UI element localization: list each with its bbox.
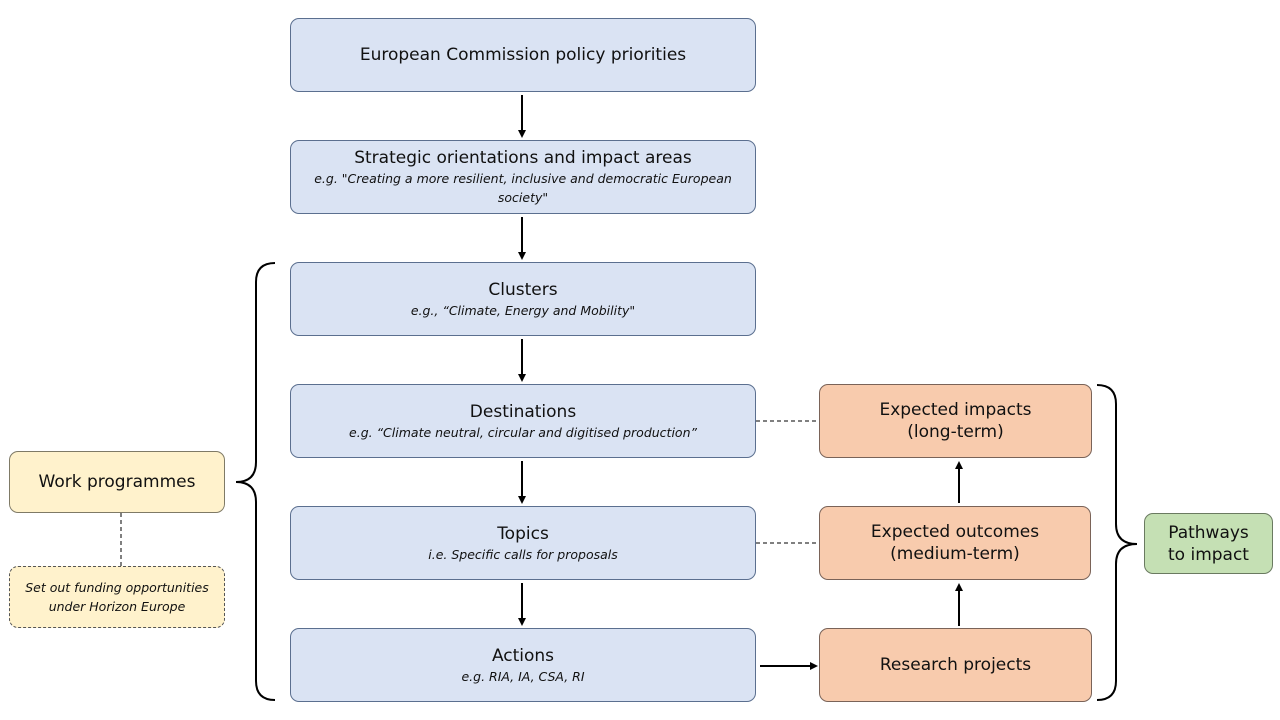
actions-example: e.g. RIA, IA, CSA, RI [461, 668, 585, 684]
actions-box: Actions e.g. RIA, IA, CSA, RI [290, 628, 756, 702]
policy-priorities-title: European Commission policy priorities [359, 45, 687, 65]
work-programmes-note: Set out funding opportunities under Hori… [25, 580, 209, 614]
strategic-orientations-title: Strategic orientations and impact areas [354, 148, 692, 168]
topics-title: Topics [497, 523, 549, 544]
research-projects-label: Research projects [879, 655, 1032, 675]
destinations-title: Destinations [469, 401, 577, 422]
strategic-orientations-box: Strategic orientations and impact areas … [290, 140, 756, 214]
right-brace [1096, 384, 1138, 701]
pathways-box: Pathways to impact [1144, 513, 1273, 574]
actions-title: Actions [491, 645, 555, 666]
expected-outcomes-label: Expected outcomes (medium-term) [870, 522, 1040, 564]
policy-priorities-box: European Commission policy priorities [290, 18, 756, 92]
topics-box: Topics i.e. Specific calls for proposals [290, 506, 756, 580]
work-programmes-label: Work programmes [38, 472, 196, 492]
clusters-example: e.g., “Climate, Energy and Mobility" [410, 302, 636, 318]
research-projects-box: Research projects [819, 628, 1092, 702]
left-brace [235, 262, 276, 701]
expected-impacts-label: Expected impacts (long-term) [879, 400, 1032, 442]
expected-impacts-box: Expected impacts (long-term) [819, 384, 1092, 458]
work-programmes-box: Work programmes [9, 451, 225, 513]
destinations-example: e.g. “Climate neutral, circular and digi… [349, 424, 697, 440]
work-programmes-note-box: Set out funding opportunities under Hori… [9, 566, 225, 628]
strategic-orientations-example: e.g. "Creating a more resilient, inclusi… [314, 171, 732, 205]
pathways-label: Pathways to impact [1168, 522, 1249, 565]
clusters-title: Clusters [488, 279, 558, 300]
expected-outcomes-box: Expected outcomes (medium-term) [819, 506, 1091, 580]
destinations-box: Destinations e.g. “Climate neutral, circ… [290, 384, 756, 458]
topics-example: i.e. Specific calls for proposals [428, 546, 618, 562]
clusters-box: Clusters e.g., “Climate, Energy and Mobi… [290, 262, 756, 336]
